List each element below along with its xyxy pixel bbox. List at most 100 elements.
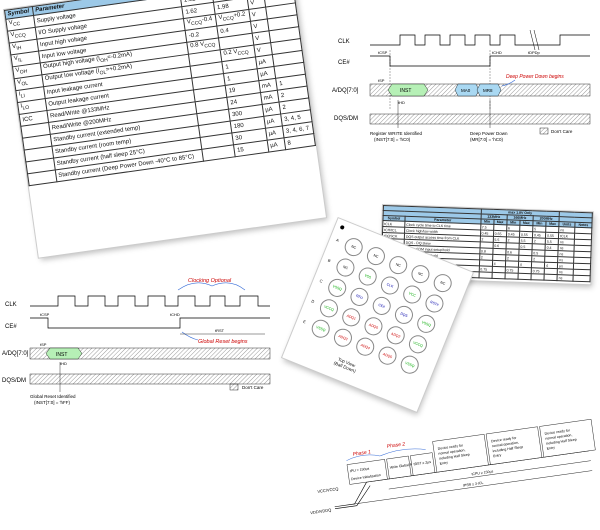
ball-vcc: VCC: [400, 282, 424, 307]
tsp-label: tSP: [378, 78, 385, 83]
tchd-label-2: tCHD: [170, 312, 180, 317]
spec-table-panel: SymbolParameterMinMaxUnitNotes VCCSupply…: [4, 0, 326, 258]
ce-label-2: CE#: [5, 324, 17, 330]
table-cell: [491, 272, 505, 279]
dqs-label: DQS/DM: [334, 116, 358, 122]
mr8-cell: [476, 83, 502, 97]
thd-label: tHD: [398, 100, 405, 105]
deep-power-down-code: (MR[7:0] = 'hC0): [470, 137, 503, 142]
ready-box4-line2: normal operation,: [438, 448, 466, 456]
ball-nc: NC: [408, 262, 433, 286]
ready-box5-line2: normal operation,: [492, 441, 520, 449]
phase2-label: Phase 2: [386, 441, 405, 450]
clocking-optional-label: Clocking Optional: [188, 278, 232, 284]
table-cell: 8: [284, 133, 316, 150]
phase1-label: Phase 1: [352, 449, 371, 458]
row-label: D: [310, 298, 316, 305]
clk-label-2: CLK: [5, 302, 17, 308]
ready-box5-line3: including Half Sleep: [492, 445, 523, 453]
table-cell: [530, 273, 545, 281]
ball-nc: NC: [364, 244, 388, 268]
ready-box6-line2: normal operation,: [545, 433, 573, 441]
ball-adq0: ADQ0: [361, 314, 386, 339]
row-label: E: [302, 318, 307, 325]
ball-adq2: ADQ2: [384, 323, 408, 348]
tpu-text: tPU > 150µs: [350, 467, 370, 474]
ball-dqs: DQS: [392, 303, 416, 327]
register-write-code: (INST[7:0] = 'hC0): [374, 137, 411, 142]
dqs-label-2: DQS/DM: [2, 378, 26, 384]
pin1-marker: [339, 224, 345, 231]
adq-label-2: A/DQ[7:0]: [2, 351, 29, 357]
dc-characteristics-table: SymbolParameterMinMaxUnitNotes VCCSupply…: [4, 0, 316, 186]
ball-nc: NC: [386, 253, 410, 277]
inst-cell-2: [45, 347, 83, 360]
inst-label-2: INST: [56, 352, 67, 358]
ball-nc: NC: [430, 271, 455, 295]
ball-vssq: VSSQ: [325, 276, 349, 300]
tsp-label-2: tSP: [40, 342, 47, 347]
ball-vss: VSS: [355, 264, 380, 289]
ball-adq1: ADQ1: [339, 305, 363, 330]
ce-label: CE#: [338, 60, 350, 66]
ball-adq5: ADQ5: [375, 343, 400, 368]
register-write-note: Register WRITE Identified: [370, 131, 423, 136]
tchd-label: tCHD: [492, 50, 502, 55]
ball-clk: CLK: [378, 273, 402, 298]
vcc-label: VCC/VCCQ: [317, 486, 339, 494]
clk-waveform-2: [30, 295, 270, 307]
ball-vssq: VSSQ: [414, 312, 438, 336]
ma0-cell: [454, 83, 480, 97]
tpsr-text: tPSR ≥ 3·tCL: [463, 481, 484, 488]
ball-ce-n: CE#: [369, 294, 394, 318]
global-reset-note: Global Reset Identified: [30, 394, 76, 399]
ball-vssq: VSSQ: [309, 317, 333, 341]
ball-adq3: ADQ3: [331, 326, 355, 350]
write-global-reset-text: Write Global Reset: [390, 462, 420, 470]
ball-vccq: VCCQ: [317, 296, 341, 321]
ready-box6-line4: Entry: [546, 446, 555, 451]
ce-waveform: [370, 55, 590, 67]
trst-label: tRST: [215, 328, 225, 333]
ball-vssq: VSSQ: [398, 352, 422, 377]
dont-care-legend: Don't Care: [551, 129, 573, 134]
table-cell: [478, 271, 492, 279]
table-cell: µA: [266, 137, 286, 153]
ready-box6-line1: Device ready for: [544, 428, 571, 436]
global-reset-begins-label: Global Reset begins: [198, 339, 248, 345]
ball-rst-n: RST#: [422, 291, 447, 316]
vdd-label: VDD/VDDQ: [310, 507, 332, 515]
dont-care-legend-2: Don't Care: [242, 385, 264, 390]
ma0-label: MA0: [461, 88, 471, 93]
table-cell: [27, 169, 57, 186]
tcpu-text: tCPU ≥ 150µs: [471, 469, 493, 476]
tdpdp-label: tDPDp: [528, 50, 541, 55]
table-cell: [517, 273, 532, 280]
thd-label-2: tHD: [60, 361, 67, 366]
deep-power-down-begins-label: Deep Power Down begins: [506, 74, 564, 80]
ready-box5-line4: Entry: [493, 453, 502, 458]
device-init-text: Device Initialization: [351, 473, 381, 481]
deep-power-down-timing-diagram: CLK CE# A/DQ[7:0] DQS/DM tCSP tCHD tDPDp…: [332, 29, 591, 142]
table-cell: [572, 275, 591, 282]
clk-waveform: [370, 34, 590, 46]
table-cell: [504, 272, 519, 280]
global-reset-code: (INST[7:0] = 'hFF): [34, 400, 70, 405]
ball-adq4: ADQ4: [353, 334, 377, 359]
adq-label: A/DQ[7:0]: [332, 88, 359, 94]
ready-box5-line1: Device ready for: [491, 436, 518, 444]
power-up-sequence-diagram: VCC/VCCQ VDD/VDDQ Phase 1 Phase 2 tPU > …: [310, 419, 596, 515]
table-cell: [544, 274, 558, 281]
inst-cell: [387, 83, 429, 97]
ready-box6-line3: including Half Sleep: [546, 437, 577, 445]
trst-text: tRST ≥ 2µs: [413, 460, 431, 466]
row-label: B: [327, 257, 332, 264]
ball-nc: NC: [341, 235, 366, 259]
row-label: C: [318, 278, 324, 284]
tcsp-label-2: tCSP: [40, 312, 50, 317]
ball-nc: NC: [333, 255, 358, 280]
ready-box4-line1: Device ready for: [437, 443, 464, 451]
clk-label: CLK: [338, 39, 350, 45]
ball-vccq: VCCQ: [406, 332, 430, 357]
ce-waveform-2: [30, 317, 270, 329]
